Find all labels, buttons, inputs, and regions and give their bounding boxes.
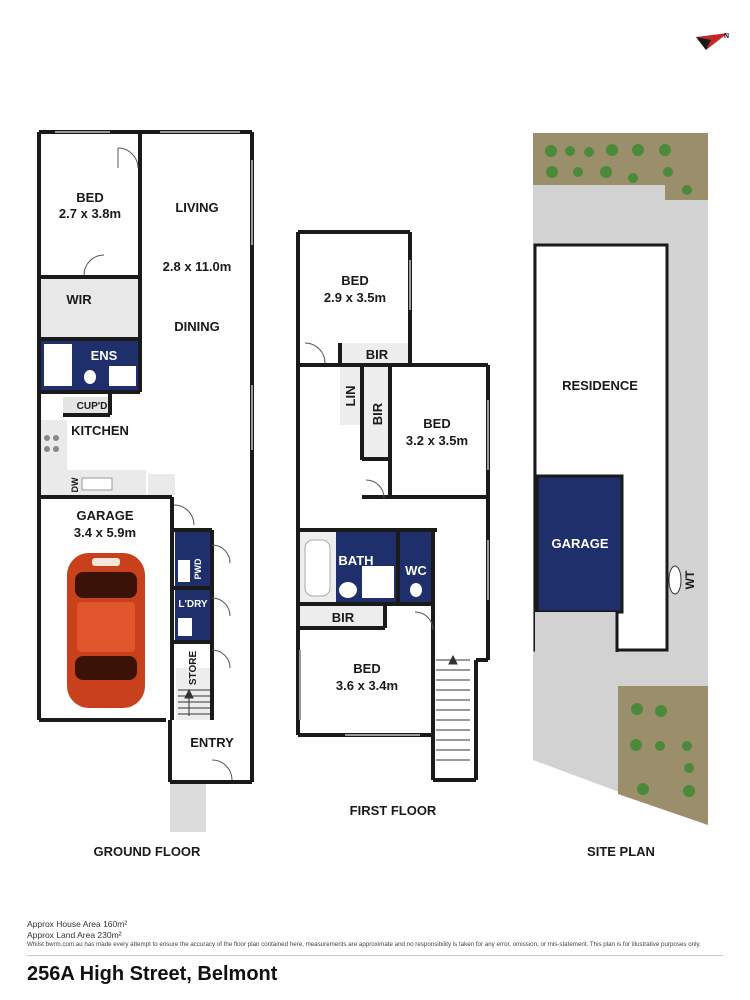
dw-label: DW — [70, 477, 80, 492]
pwd-toilet-icon — [178, 560, 190, 582]
ground-floor-doors — [83, 147, 233, 781]
ground-floor-plan: BED 2.7 x 3.8m WIR LIVING 2.8 x 11.0m DI… — [37, 130, 254, 859]
cooktop-icon — [44, 435, 59, 452]
first-floor-stairs-icon — [436, 654, 470, 761]
ground-floor-windows — [55, 131, 253, 450]
cupd-label: CUP'D — [77, 401, 108, 412]
first-floor-plan: BED 2.9 x 3.5m BIR LIN BIR BED 3.2 x 3.5… — [296, 230, 490, 818]
living-dims: 2.8 x 11.0m — [163, 259, 232, 274]
kitchen-sink-icon — [81, 477, 113, 491]
ff-bed1-label: BED — [341, 273, 368, 288]
house-area-text: Approx House Area 160m² — [27, 919, 128, 929]
property-address: 256A High Street, Belmont — [27, 963, 278, 985]
ensuite-toilet-icon — [84, 370, 96, 384]
ens-label: ENS — [91, 348, 118, 363]
lin-area — [340, 367, 362, 425]
footer-divider — [27, 955, 723, 956]
kitchen-label: KITCHEN — [71, 423, 129, 438]
bath-basin-icon — [339, 582, 357, 598]
entry-label: ENTRY — [190, 735, 234, 750]
living-label: LIVING — [175, 200, 218, 215]
bir1-area — [342, 343, 408, 365]
ground-floor-title: GROUND FLOOR — [94, 844, 201, 859]
ff-bed3-label: BED — [353, 661, 380, 676]
wir-area — [41, 279, 140, 339]
ff-bed2-label: BED — [423, 416, 450, 431]
shrub-icon — [545, 144, 695, 797]
wc-label: WC — [405, 563, 427, 578]
lin-label: LIN — [343, 386, 358, 407]
store-area — [176, 668, 211, 720]
ff-bed2-dims: 3.2 x 3.5m — [406, 433, 468, 448]
north-compass-icon: N — [696, 33, 729, 50]
cupboard-area — [63, 397, 110, 415]
ff-bed3-dims: 3.6 x 3.4m — [336, 678, 398, 693]
residence-label: RESIDENCE — [562, 378, 638, 393]
driveway-notch — [535, 612, 617, 652]
first-floor-windows — [299, 260, 489, 736]
wir-label: WIR — [66, 292, 92, 307]
bath-tub-icon — [304, 539, 331, 597]
shower-icon — [362, 566, 394, 598]
bir3-area — [300, 605, 385, 628]
site-plan: RESIDENCE GARAGE WT SITE PLAN — [533, 133, 708, 859]
car-icon — [67, 553, 145, 708]
ff-bir2-label: BIR — [370, 402, 385, 425]
site-garage-label: GARAGE — [551, 536, 608, 551]
water-tank-icon — [668, 565, 682, 595]
entry-porch — [170, 782, 206, 832]
ldry-label: L'DRY — [178, 599, 208, 610]
wc-toilet-icon — [410, 583, 422, 597]
laundry-tub-icon — [178, 618, 192, 636]
ff-bed1-dims: 2.9 x 3.5m — [324, 290, 386, 305]
land-area-text: Approx Land Area 230m² — [27, 930, 122, 940]
ff-bir3-label: BIR — [332, 610, 355, 625]
ff-bir1-label: BIR — [366, 347, 389, 362]
disclaimer-text: Whilst bwrm.com.au has made every attemp… — [27, 941, 701, 948]
kitchen-bench-left — [41, 420, 67, 470]
compass-label: N — [724, 33, 729, 40]
pwd-label: PWD — [193, 558, 203, 579]
site-plan-title: SITE PLAN — [587, 844, 655, 859]
kitchen-island — [148, 474, 175, 495]
bir2-area — [364, 367, 390, 459]
gf-bed-label: BED — [76, 190, 103, 205]
gf-bed-dims: 2.7 x 3.8m — [59, 206, 121, 221]
dining-label: DINING — [174, 319, 220, 334]
ensuite-shower-icon — [44, 344, 72, 386]
first-floor-title: FIRST FLOOR — [350, 803, 437, 818]
ensuite-basin-icon — [109, 366, 136, 386]
wt-label: WT — [683, 570, 697, 589]
store-label: STORE — [188, 651, 199, 686]
garage-label: GARAGE — [76, 508, 133, 523]
first-floor-walls — [296, 230, 490, 782]
stairs-icon — [178, 688, 210, 716]
first-floor-doors — [304, 342, 434, 631]
bath-label: BATH — [338, 553, 373, 568]
garage-dims: 3.4 x 5.9m — [74, 525, 136, 540]
